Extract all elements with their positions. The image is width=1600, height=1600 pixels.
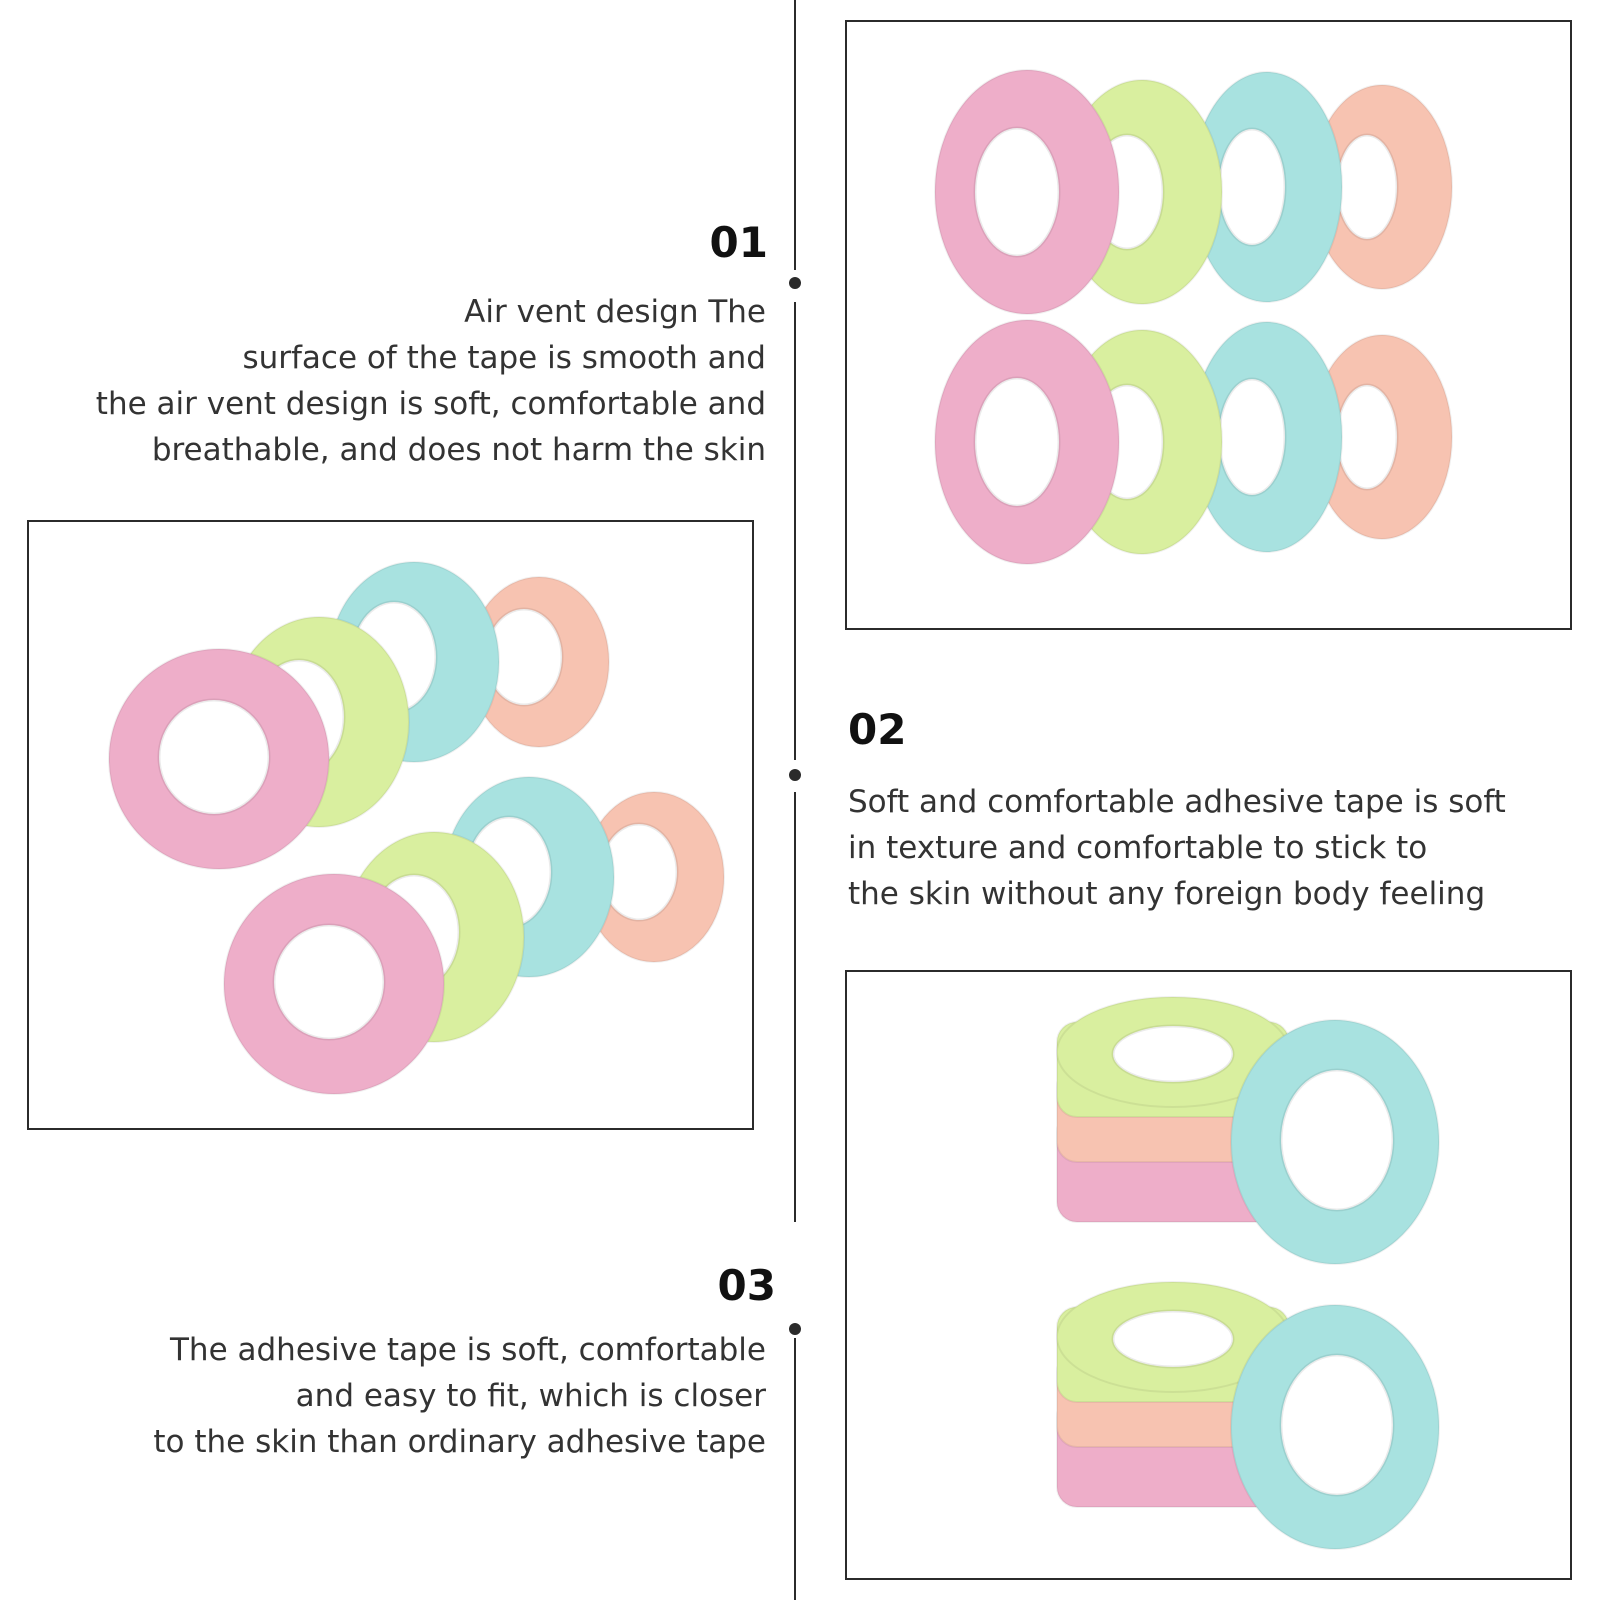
tape-rolls-icon — [934, 69, 1453, 565]
photo-tape-rolls-stacked — [845, 970, 1572, 1580]
description-line: to the skin than ordinary adhesive tape — [153, 1424, 766, 1460]
tape-row-bottom — [934, 319, 1453, 565]
tape-core — [1111, 1024, 1235, 1084]
timeline-line-top — [794, 0, 796, 270]
section-description-03: The adhesive tape is soft, comfortable a… — [153, 1327, 766, 1465]
tape-stack-upper — [1056, 996, 1440, 1265]
tape-core — [1217, 377, 1287, 497]
timeline-line-lower — [794, 1338, 796, 1600]
timeline-dot-02 — [789, 769, 801, 781]
description-line: and easy to fit, which is closer — [295, 1378, 766, 1414]
timeline-dot-01 — [789, 277, 801, 289]
timeline-line-middle — [794, 792, 796, 1222]
tape-core — [1335, 133, 1399, 241]
section-number-02: 02 — [848, 705, 907, 754]
tape-core — [1279, 1353, 1395, 1497]
tape-core — [1279, 1068, 1395, 1212]
timeline-dot-03 — [789, 1323, 801, 1335]
tape-rolls-icon — [108, 561, 725, 1095]
tape-core — [973, 376, 1061, 508]
section-description-01: Air vent design The surface of the tape … — [96, 289, 766, 473]
tape-core — [1217, 127, 1287, 247]
section-description-02: Soft and comfortable adhesive tape is so… — [848, 779, 1506, 917]
tape-group-upper — [108, 561, 610, 870]
description-line: the air vent design is soft, comfortable… — [95, 386, 766, 422]
tape-core — [1335, 383, 1399, 491]
photo-tape-rolls-angled — [27, 520, 754, 1130]
description-line: Air vent design The — [464, 294, 766, 330]
description-line: breathable, and does not harm the skin — [151, 432, 766, 468]
section-number-03: 03 — [717, 1261, 776, 1310]
tape-core — [157, 698, 271, 816]
tape-core — [272, 923, 386, 1041]
tape-core — [973, 126, 1061, 258]
timeline-line-upper — [794, 302, 796, 760]
description-line: the skin without any foreign body feelin… — [848, 876, 1486, 912]
description-line: in texture and comfortable to stick to — [848, 830, 1428, 866]
tape-rolls-icon — [1056, 996, 1440, 1550]
tape-group-lower — [223, 776, 725, 1095]
photo-tape-rolls-upright — [845, 20, 1572, 630]
tape-stack-lower — [1056, 1281, 1440, 1550]
description-line: surface of the tape is smooth and — [242, 340, 766, 376]
section-number-01: 01 — [709, 218, 768, 267]
description-line: The adhesive tape is soft, comfortable — [169, 1332, 766, 1368]
description-line: Soft and comfortable adhesive tape is so… — [848, 784, 1506, 820]
tape-row-top — [934, 69, 1453, 315]
tape-core — [1111, 1309, 1235, 1369]
